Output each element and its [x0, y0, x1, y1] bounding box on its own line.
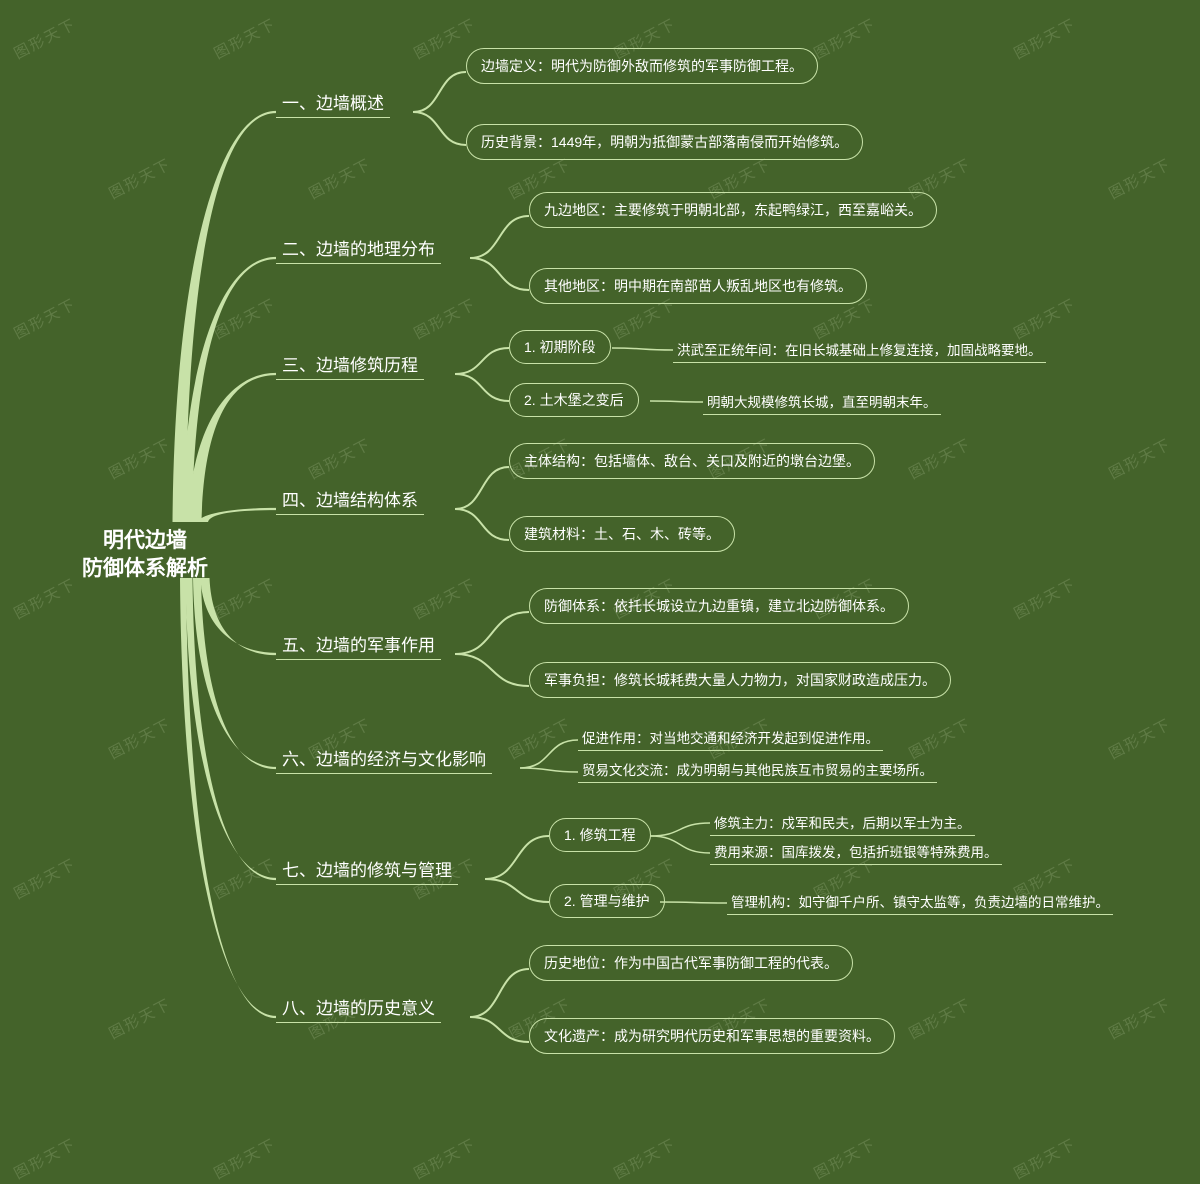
topic-node-6[interactable]: 六、边墙的经济与文化影响	[276, 744, 492, 774]
connector-3-2-1	[649, 400, 704, 403]
connector-1-2	[412, 111, 467, 146]
root-line-1: 明代边墙	[103, 529, 187, 552]
detail-node-8-2[interactable]: 文化遗产：成为研究明代历史和军事思想的重要资料。	[529, 1018, 895, 1054]
connector-6-2	[519, 767, 579, 773]
connector-3-1	[454, 347, 510, 375]
main-branch-4	[198, 507, 276, 522]
connector-2-1	[469, 215, 530, 259]
leaf-node-7-2-1[interactable]: 管理机构：如守御千户所、镇守太监等，负责边墙的日常维护。	[727, 890, 1113, 915]
subtopic-node-7-2[interactable]: 2. 管理与维护	[549, 884, 665, 918]
mindmap-canvas: 图形天下图形天下图形天下图形天下图形天下图形天下图形天下图形天下图形天下图形天下…	[11, 16, 1174, 1183]
watermark-text: 图形天下	[211, 1135, 280, 1183]
detail-node-1-1[interactable]: 边墙定义：明代为防御外敌而修筑的军事防御工程。	[466, 48, 818, 84]
watermark-text: 图形天下	[1011, 1135, 1080, 1183]
connector-7-1-1	[649, 822, 711, 837]
connector-7-2-1	[659, 901, 728, 904]
connector-7-2	[484, 878, 550, 903]
leaf-node-7-1-2[interactable]: 费用来源：国库拨发，包括折班银等特殊费用。	[710, 840, 1002, 865]
connector-3-1-1	[611, 347, 674, 351]
topic-node-5[interactable]: 五、边墙的军事作用	[276, 630, 441, 660]
topic-node-1[interactable]: 一、边墙概述	[276, 88, 390, 118]
connector-4-2	[454, 508, 510, 541]
connector-6-1	[519, 739, 579, 769]
connector-5-2	[454, 653, 530, 687]
main-branch-5	[200, 578, 276, 656]
connector-8-2	[469, 1016, 530, 1043]
connector-8-1	[469, 968, 530, 1018]
leaf-node-7-1-1[interactable]: 修筑主力：戍军和民夫，后期以军士为主。	[710, 811, 975, 836]
detail-node-5-2[interactable]: 军事负担：修筑长城耗费大量人力物力，对国家财政造成压力。	[529, 662, 951, 698]
connector-7-1	[484, 835, 550, 880]
root-node[interactable]: 明代边墙 防御体系解析	[45, 527, 245, 583]
connector-2-2	[469, 257, 530, 291]
connector-layer	[172, 71, 728, 1043]
detail-node-4-1[interactable]: 主体结构：包括墙体、敌台、关口及附近的墩台边堡。	[509, 443, 875, 479]
detail-node-8-1[interactable]: 历史地位：作为中国古代军事防御工程的代表。	[529, 945, 853, 981]
connector-5-1	[454, 611, 530, 655]
main-branch-6	[193, 578, 276, 770]
connector-4-1	[454, 466, 510, 510]
connector-3-2	[454, 373, 510, 402]
detail-node-2-2[interactable]: 其他地区：明中期在南部苗人叛乱地区也有修筑。	[529, 268, 867, 304]
topic-node-8[interactable]: 八、边墙的历史意义	[276, 993, 441, 1023]
watermark-text: 图形天下	[411, 1135, 480, 1183]
main-branch-1	[172, 110, 276, 523]
root-line-2: 防御体系解析	[82, 557, 208, 580]
watermark-text: 图形天下	[611, 1135, 680, 1183]
detail-node-2-1[interactable]: 九边地区：主要修筑于明朝北部，东起鸭绿江，西至嘉峪关。	[529, 192, 937, 228]
topic-node-2[interactable]: 二、边墙的地理分布	[276, 234, 441, 264]
topic-node-7[interactable]: 七、边墙的修筑与管理	[276, 855, 458, 885]
watermark-text: 图形天下	[11, 1135, 80, 1183]
leaf-node-3-2-1[interactable]: 明朝大规模修筑长城，直至明朝末年。	[703, 390, 941, 415]
connector-7-1-2	[649, 835, 711, 854]
topic-node-4[interactable]: 四、边墙结构体系	[276, 485, 424, 515]
watermark-text: 图形天下	[811, 1135, 880, 1183]
main-branch-3	[188, 372, 276, 522]
topic-node-3[interactable]: 三、边墙修筑历程	[276, 350, 424, 380]
detail-node-5-1[interactable]: 防御体系：依托长城设立九边重镇，建立北边防御体系。	[529, 588, 909, 624]
subtopic-node-3-1[interactable]: 1. 初期阶段	[509, 330, 611, 364]
leaf-node-6-2[interactable]: 贸易文化交流：成为明朝与其他民族互市贸易的主要场所。	[578, 758, 937, 783]
leaf-node-6-1[interactable]: 促进作用：对当地交通和经济开发起到促进作用。	[578, 726, 883, 751]
connector-1-1	[412, 71, 467, 113]
leaf-node-3-1-1[interactable]: 洪武至正统年间：在旧长城基础上修复连接，加固战略要地。	[673, 338, 1046, 363]
subtopic-node-3-2[interactable]: 2. 土木堡之变后	[509, 383, 639, 417]
detail-node-1-2[interactable]: 历史背景：1449年，明朝为抵御蒙古部落南侵而开始修筑。	[466, 124, 864, 160]
detail-node-4-2[interactable]: 建筑材料：土、石、木、砖等。	[509, 516, 735, 552]
subtopic-node-7-1[interactable]: 1. 修筑工程	[549, 818, 651, 852]
